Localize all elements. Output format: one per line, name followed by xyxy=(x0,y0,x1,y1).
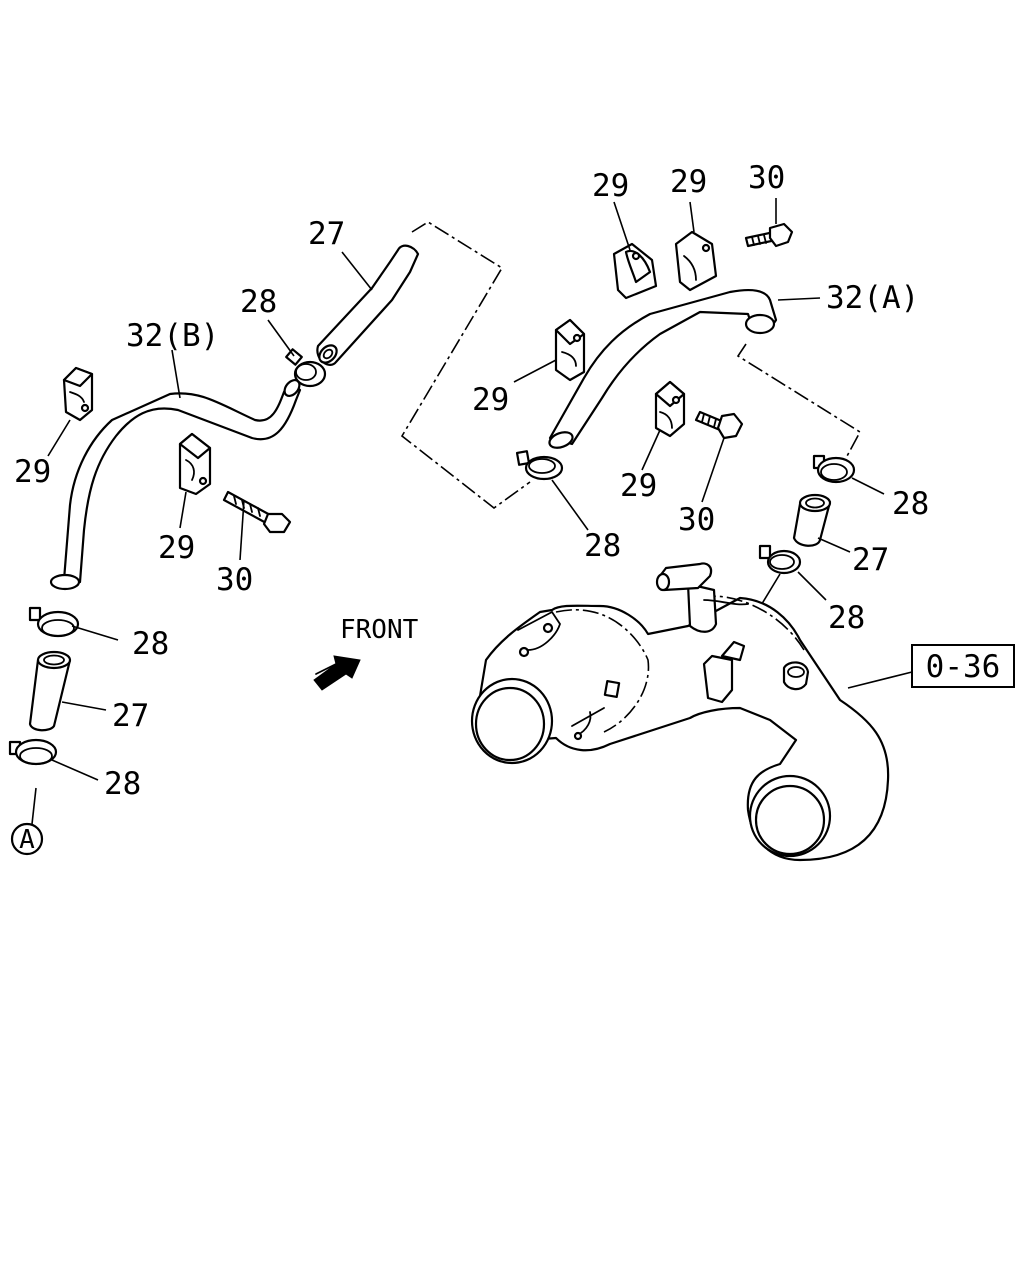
reference-label: 0-36 xyxy=(926,649,1001,685)
clamp-28-left-lower xyxy=(8,738,58,766)
bolt-30-right-mid xyxy=(694,410,744,440)
label-29-right-mid: 29 xyxy=(620,468,657,504)
hose-27-right xyxy=(792,493,832,547)
label-29-right-left: 29 xyxy=(472,382,509,418)
label-29-top-2: 29 xyxy=(670,164,707,200)
connection-line-right xyxy=(736,343,862,459)
hose-27-top xyxy=(316,244,420,366)
marker-a: A xyxy=(10,822,44,856)
bracket-29-top-2 xyxy=(674,230,718,292)
clamp-28-top xyxy=(285,348,327,388)
label-30-right-mid: 30 xyxy=(678,502,715,538)
hose-27-left xyxy=(28,650,72,732)
clamp-28-left-upper xyxy=(28,606,80,638)
bracket-29-right-mid xyxy=(654,380,686,438)
label-30-mid-left: 30 xyxy=(216,562,253,598)
bolt-30-top xyxy=(744,222,794,248)
connection-line-left xyxy=(400,221,531,510)
label-28-left-upper: 28 xyxy=(132,626,169,662)
clamp-28-right-upper xyxy=(812,454,856,484)
label-27-left: 27 xyxy=(112,698,149,734)
label-28-right-lower: 28 xyxy=(828,600,865,636)
bracket-29-top-1 xyxy=(612,242,658,300)
label-28-center: 28 xyxy=(584,528,621,564)
label-28-right-upper: 28 xyxy=(892,486,929,522)
label-29-mid-left: 29 xyxy=(158,530,195,566)
clamp-28-center xyxy=(515,450,564,481)
bracket-29-left xyxy=(62,366,94,422)
pipe-32b xyxy=(49,379,302,591)
label-30-top: 30 xyxy=(748,160,785,196)
label-28-top-left: 28 xyxy=(240,284,277,320)
bolt-30-mid-left xyxy=(222,490,292,534)
pipe-32a xyxy=(548,289,778,449)
label-29-left: 29 xyxy=(14,454,51,490)
label-29-top-1: 29 xyxy=(592,168,629,204)
label-32a: 32(A) xyxy=(826,280,919,316)
label-27-right: 27 xyxy=(852,542,889,578)
bracket-29-right-left xyxy=(554,318,586,382)
label-28-left-lower: 28 xyxy=(104,766,141,802)
front-arrow xyxy=(313,655,361,691)
marker-a-label: A xyxy=(19,825,35,855)
clamp-28-right-lower xyxy=(758,544,802,575)
bracket-29-mid-left xyxy=(178,432,212,496)
leader-lines xyxy=(31,198,885,825)
reference-0-36: 0-36 xyxy=(847,644,1015,689)
label-32b: 32(B) xyxy=(126,318,219,354)
label-front: FRONT xyxy=(340,615,419,645)
intake-housing xyxy=(470,562,890,862)
label-27-top: 27 xyxy=(308,216,345,252)
labels: 27 28 32(B) 29 29 30 28 27 28 FRONT 29 2… xyxy=(14,160,929,802)
